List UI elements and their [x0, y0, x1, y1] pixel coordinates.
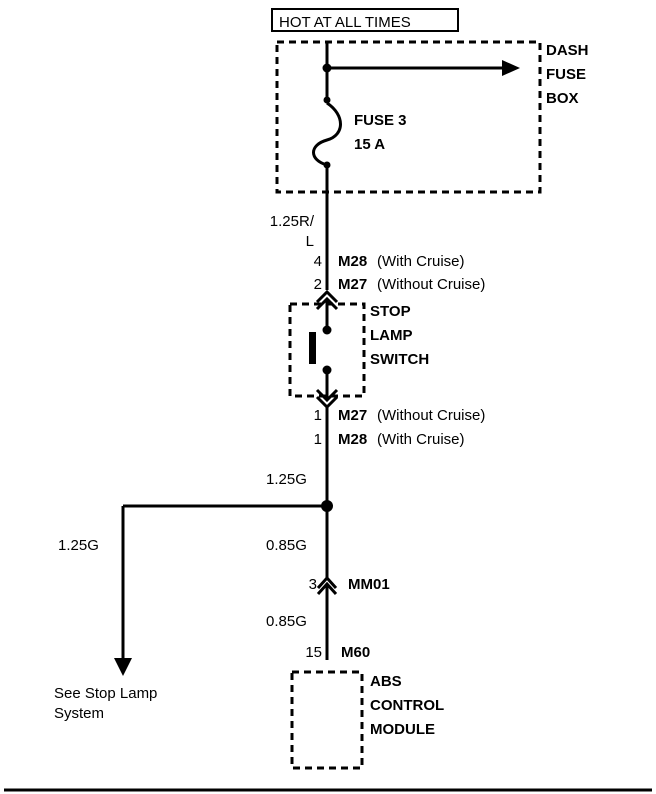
module-label-line1: ABS — [370, 673, 402, 690]
fuse-rating: 15 A — [354, 136, 385, 153]
connector-top-pin-with: 4 — [314, 253, 322, 270]
connector-bottom-pin-with: 1 — [314, 431, 322, 448]
connector-top-pin-without: 2 — [314, 276, 322, 293]
connector-mm01-pin: 3 — [309, 576, 317, 593]
connector-bottom-name-with: M28 — [338, 431, 367, 448]
connector-mm01-name: MM01 — [348, 576, 390, 593]
connector-bottom-chevron-icon — [315, 388, 339, 403]
fuse-name: FUSE 3 — [354, 112, 407, 129]
connector-bottom-name-without: M27 — [338, 407, 367, 424]
hot-label-box — [271, 8, 459, 32]
fuse-icon — [312, 101, 342, 167]
branch-note-line1: See Stop Lamp — [54, 685, 157, 702]
connector-top-note-without: (Without Cruise) — [377, 276, 485, 293]
switch-label-line2: LAMP — [370, 327, 413, 344]
branch-wire-label: 1.25G — [58, 537, 99, 554]
module-label-line2: CONTROL — [370, 697, 444, 714]
branch-note-line2: System — [54, 705, 104, 722]
connector-bottom-note-without: (Without Cruise) — [377, 407, 485, 424]
module-label-line3: MODULE — [370, 721, 435, 738]
switch-label-line3: SWITCH — [370, 351, 429, 368]
connector-top-chevron-icon — [315, 289, 339, 304]
wire-top-color: L — [306, 233, 314, 250]
connector-top-chevron2-icon — [315, 296, 339, 311]
connector-bottom-pin-without: 1 — [314, 407, 322, 424]
wire-top-size: 1.25R/ — [270, 213, 315, 230]
fuse-terminal-top — [323, 96, 331, 104]
fuse-box-label-line1: DASH — [546, 42, 589, 59]
switch-label-line1: STOP — [370, 303, 411, 320]
switch-contact-top — [322, 325, 332, 335]
wire-mid-label: 1.25G — [266, 471, 307, 488]
branch-arrow-down-icon — [114, 658, 132, 676]
abs-module-outline — [290, 670, 364, 770]
splice-dot-top — [322, 63, 332, 73]
connector-m60-pin: 15 — [305, 644, 322, 661]
connector-top-note-with: (With Cruise) — [377, 253, 465, 270]
wire-lower1-label: 0.85G — [266, 537, 307, 554]
fuse-box-label-line2: FUSE — [546, 66, 586, 83]
fuse-box-label-line3: BOX — [546, 90, 579, 107]
dash-fuse-box-outline — [275, 40, 542, 194]
wire-lower2-label: 0.85G — [266, 613, 307, 630]
connector-mm01-chevron-icon — [316, 575, 338, 590]
connector-bottom-note-with: (With Cruise) — [377, 431, 465, 448]
connector-top-name-without: M27 — [338, 276, 367, 293]
connector-top-name-with: M28 — [338, 253, 367, 270]
hot-label: HOT AT ALL TIMES — [279, 14, 411, 31]
feed-arrow-right-icon — [502, 60, 520, 76]
switch-plunger-icon — [309, 332, 316, 364]
connector-m60-name: M60 — [341, 644, 370, 661]
